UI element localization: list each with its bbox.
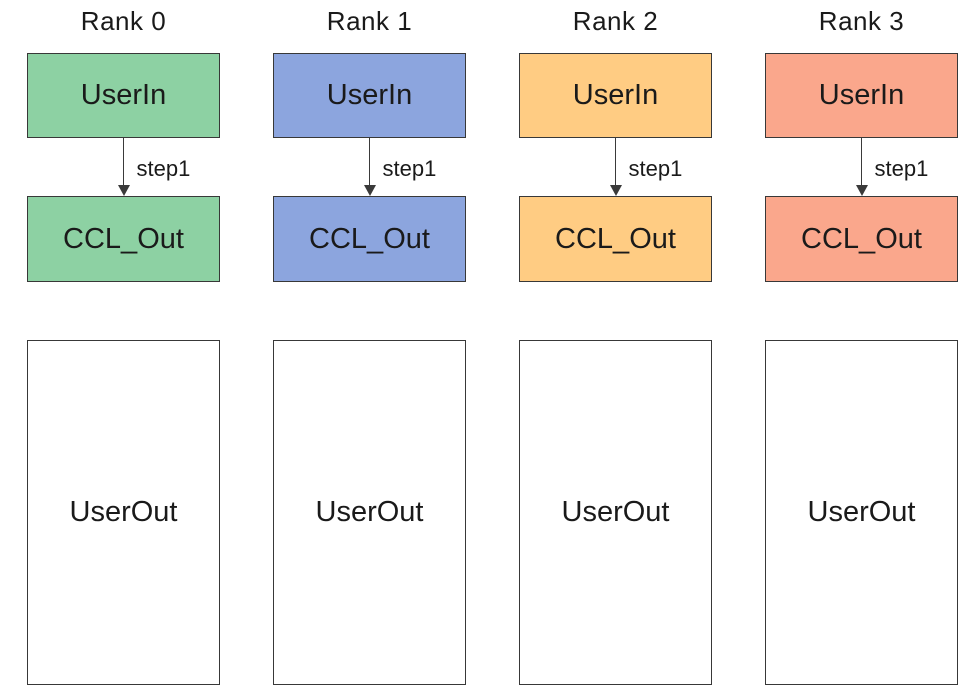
ccl-out-box: CCL_Out <box>765 196 958 282</box>
rank-column-2: Rank 2 UserIn step1 CCL_Out UserOut <box>519 8 712 685</box>
user-out-label: UserOut <box>561 496 670 528</box>
down-arrow-stem <box>614 138 616 186</box>
user-in-box: UserIn <box>27 53 220 138</box>
step-label: step1 <box>874 156 929 181</box>
user-in-label: UserIn <box>326 79 413 111</box>
user-out-box: UserOut <box>273 340 466 685</box>
down-arrow-icon <box>363 185 376 196</box>
down-arrow-stem <box>860 138 862 186</box>
column-spacer <box>519 282 712 340</box>
step-arrow-zone: step1 <box>27 138 220 196</box>
column-spacer <box>27 282 220 340</box>
column-spacer <box>273 282 466 340</box>
ccl-out-label: CCL_Out <box>309 222 430 255</box>
user-out-label: UserOut <box>69 496 178 528</box>
rank-title: Rank 2 <box>572 6 659 36</box>
user-in-box: UserIn <box>519 53 712 138</box>
down-arrow-stem <box>122 138 124 186</box>
user-out-box: UserOut <box>519 340 712 685</box>
rank-title: Rank 1 <box>326 6 413 36</box>
user-in-label: UserIn <box>572 79 659 111</box>
user-out-box: UserOut <box>765 340 958 685</box>
ccl-out-box: CCL_Out <box>273 196 466 282</box>
rank-column-1: Rank 1 UserIn step1 CCL_Out UserOut <box>273 8 466 685</box>
ccl-out-label: CCL_Out <box>555 222 676 255</box>
ccl-out-label: CCL_Out <box>801 222 922 255</box>
rank-title: Rank 0 <box>80 6 167 36</box>
down-arrow-icon <box>117 185 130 196</box>
user-out-label: UserOut <box>315 496 424 528</box>
user-out-box: UserOut <box>27 340 220 685</box>
step-label: step1 <box>382 156 437 181</box>
user-in-label: UserIn <box>80 79 167 111</box>
ccl-out-box: CCL_Out <box>519 196 712 282</box>
step-arrow-zone: step1 <box>273 138 466 196</box>
column-spacer <box>765 282 958 340</box>
step-label: step1 <box>628 156 683 181</box>
rank-column-0: Rank 0 UserIn step1 CCL_Out UserOut <box>27 8 220 685</box>
user-in-label: UserIn <box>818 79 905 111</box>
down-arrow-icon <box>855 185 868 196</box>
down-arrow-icon <box>609 185 622 196</box>
user-out-label: UserOut <box>807 496 916 528</box>
ccl-out-box: CCL_Out <box>27 196 220 282</box>
rank-column-3: Rank 3 UserIn step1 CCL_Out UserOut <box>765 8 958 685</box>
ccl-out-label: CCL_Out <box>63 222 184 255</box>
step-arrow-zone: step1 <box>519 138 712 196</box>
user-in-box: UserIn <box>273 53 466 138</box>
rank-title: Rank 3 <box>818 6 905 36</box>
step-arrow-zone: step1 <box>765 138 958 196</box>
step-label: step1 <box>136 156 191 181</box>
down-arrow-stem <box>368 138 370 186</box>
user-in-box: UserIn <box>765 53 958 138</box>
